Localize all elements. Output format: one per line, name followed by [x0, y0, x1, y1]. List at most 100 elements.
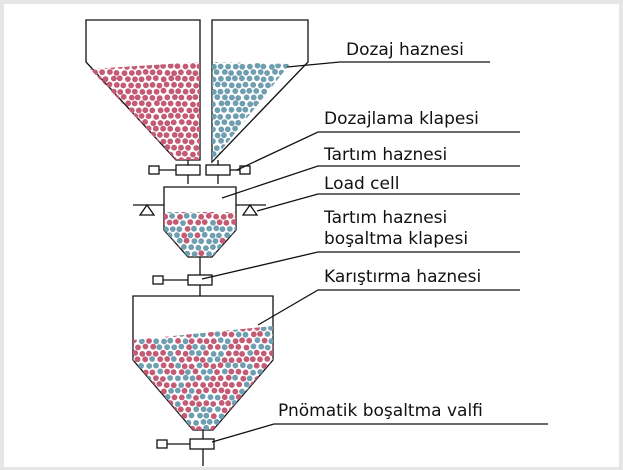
granule: [160, 76, 167, 83]
granule: [215, 406, 221, 412]
granule: [235, 95, 242, 101]
granule: [178, 356, 185, 363]
granule: [168, 362, 175, 369]
granule: [221, 394, 228, 401]
granule: [160, 100, 167, 107]
granule: [221, 132, 227, 139]
granule: [135, 69, 142, 76]
granule: [188, 412, 195, 419]
granule: [178, 369, 185, 375]
granule: [125, 88, 131, 95]
granule: [209, 212, 215, 214]
granule: [229, 94, 235, 101]
granule: [157, 120, 164, 126]
granule: [188, 75, 195, 82]
granule: [203, 245, 209, 252]
granule: [167, 138, 174, 145]
granule: [195, 388, 202, 395]
granule: [243, 381, 250, 388]
granule: [201, 219, 208, 226]
granule: [200, 406, 207, 413]
granule: [146, 89, 153, 95]
weigh-hopper: [163, 186, 237, 258]
granule: [207, 382, 214, 388]
granule: [268, 338, 273, 345]
granule: [232, 125, 239, 132]
granule: [145, 113, 152, 120]
granule: [145, 101, 152, 108]
granule: [236, 106, 242, 113]
granule: [210, 401, 217, 407]
granule: [196, 75, 200, 82]
granule: [193, 395, 199, 401]
granule: [163, 382, 170, 389]
granule: [257, 82, 264, 89]
granule: [225, 75, 232, 82]
granule: [193, 420, 200, 426]
granule: [164, 120, 171, 127]
granule: [163, 81, 170, 88]
granule: [171, 132, 178, 138]
granule: [157, 132, 163, 138]
granule: [175, 362, 182, 369]
granule: [250, 94, 257, 101]
granule: [152, 75, 159, 81]
granule: [224, 232, 231, 239]
granule: [164, 70, 171, 76]
granule: [206, 225, 213, 232]
granule: [198, 250, 205, 257]
granule: [211, 387, 218, 394]
granule: [218, 351, 224, 357]
granule: [142, 343, 149, 350]
granule: [250, 369, 256, 376]
granule: [210, 338, 217, 345]
granule: [210, 363, 217, 370]
granule: [216, 219, 223, 226]
granule: [203, 424, 210, 430]
valve-icon: [152, 274, 213, 286]
granule: [125, 76, 131, 82]
granule: [218, 137, 225, 144]
granule: [188, 139, 195, 146]
granule: [203, 400, 210, 407]
granule: [177, 406, 184, 413]
granule: [242, 81, 249, 88]
granule: [189, 375, 196, 382]
granule: [138, 76, 145, 83]
granule: [214, 81, 221, 88]
granule: [120, 94, 127, 100]
granule: [171, 394, 178, 401]
granule: [156, 344, 163, 351]
granule: [221, 81, 228, 88]
granule: [232, 388, 239, 395]
granule: [171, 344, 178, 351]
granule: [176, 226, 183, 233]
granule: [196, 101, 200, 108]
granule: [229, 394, 235, 401]
label-pneumatic-valve: Pnömatik boşaltma valfi: [278, 401, 483, 421]
granule: [185, 82, 192, 88]
granule: [243, 356, 250, 363]
granule: [182, 150, 188, 157]
granule: [258, 343, 265, 350]
granule: [156, 95, 163, 102]
granule: [135, 344, 141, 351]
granule: [190, 151, 196, 158]
granule: [275, 62, 281, 69]
granule: [254, 62, 261, 69]
granule: [192, 120, 199, 127]
granule: [125, 100, 132, 107]
granule: [228, 331, 235, 338]
granule: [219, 226, 226, 233]
granule: [167, 125, 174, 132]
granule: [210, 219, 216, 226]
granule: [235, 344, 242, 350]
granule: [232, 338, 239, 345]
granule: [214, 344, 221, 350]
granule: [196, 63, 200, 70]
granule: [225, 350, 232, 357]
granule: [232, 100, 239, 107]
granule: [160, 125, 167, 132]
granule: [157, 356, 164, 363]
granule: [196, 113, 200, 119]
